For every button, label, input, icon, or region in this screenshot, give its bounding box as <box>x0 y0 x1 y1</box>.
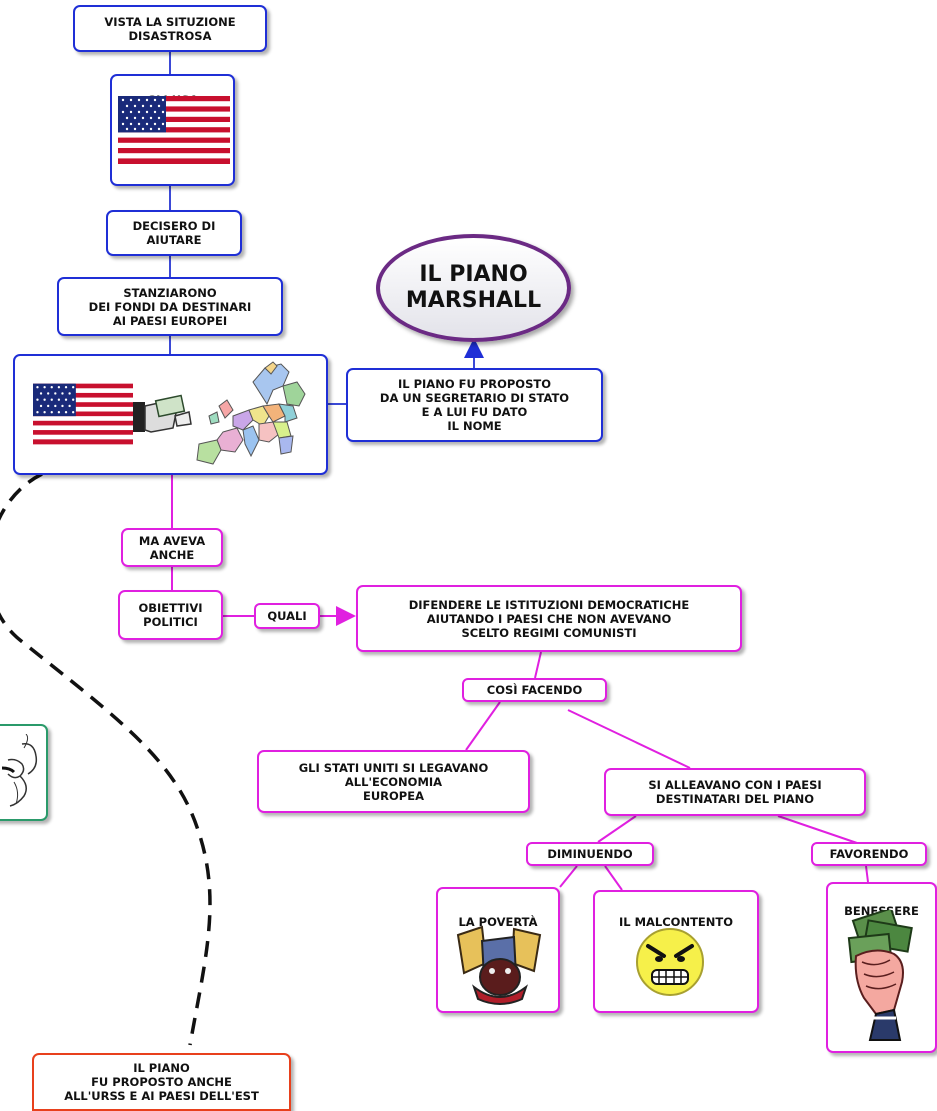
node-quali: QUALI <box>254 603 320 629</box>
node-ma-aveva: MA AVEVA ANCHE <box>121 528 223 567</box>
node-obiettivi: OBIETTIVI POLITICI <box>118 590 223 640</box>
money-hand-icon <box>847 910 913 1041</box>
usa-flag-icon <box>33 383 133 445</box>
node-usa: GLI USA <box>110 74 235 186</box>
node-europe-image <box>13 354 328 475</box>
angry-face-icon <box>636 928 704 996</box>
node-malcontento-label: IL MALCONTENTO <box>618 915 734 929</box>
node-favorendo-label: FAVORENDO <box>829 847 909 861</box>
node-diminuendo-label: DIMINUENDO <box>547 847 633 861</box>
node-malcontento: IL MALCONTENTO <box>593 890 759 1013</box>
node-stanziarono: STANZIARONO DEI FONDI DA DESTINARI AI PA… <box>57 277 283 336</box>
node-decisero: DECISERO DI AIUTARE <box>106 210 242 256</box>
node-vista-label: VISTA LA SITUZIONE DISASTROSA <box>104 14 236 43</box>
usa-flag-icon <box>118 96 230 164</box>
node-alleavano-label: SI ALLEAVANO CON I PAESI DESTINATARI DEL… <box>648 778 822 806</box>
node-poverta: LA POVERTÀ <box>436 887 560 1013</box>
node-ma-aveva-label: MA AVEVA ANCHE <box>138 533 206 562</box>
node-sketch-image <box>0 724 48 821</box>
node-stati-uniti: GLI STATI UNITI SI LEGAVANO ALL'ECONOMIA… <box>257 750 530 813</box>
title-text: IL PIANO MARSHALL <box>405 262 542 313</box>
node-proposto: IL PIANO FU PROPOSTO DA UN SEGRETARIO DI… <box>346 368 603 442</box>
node-diminuendo: DIMINUENDO <box>526 842 654 866</box>
sketch-figure-icon <box>1 734 38 807</box>
node-benessere: BENESSERE <box>826 882 937 1053</box>
node-obiettivi-label: OBIETTIVI POLITICI <box>138 601 203 629</box>
node-alleavano: SI ALLEAVANO CON I PAESI DESTINATARI DEL… <box>604 768 866 816</box>
node-stanziarono-label: STANZIARONO DEI FONDI DA DESTINARI AI PA… <box>88 285 252 328</box>
dashed-curve <box>0 472 212 1046</box>
node-urss-label: IL PIANO FU PROPOSTO ANCHE ALL'URSS E AI… <box>64 1061 259 1103</box>
node-difendere: DIFENDERE LE ISTITUZIONI DEMOCRATICHE AI… <box>356 585 742 652</box>
node-urss: IL PIANO FU PROPOSTO ANCHE ALL'URSS E AI… <box>32 1053 291 1111</box>
node-proposto-label: IL PIANO FU PROPOSTO DA UN SEGRETARIO DI… <box>379 377 570 433</box>
node-difendere-label: DIFENDERE LE ISTITUZIONI DEMOCRATICHE AI… <box>408 597 690 640</box>
node-cosi: COSÌ FACENDO <box>462 678 607 702</box>
blue-connectors <box>169 52 484 405</box>
magenta-connectors <box>171 475 869 891</box>
node-stati-uniti-label: GLI STATI UNITI SI LEGAVANO ALL'ECONOMIA… <box>298 760 489 803</box>
node-cosi-label: COSÌ FACENDO <box>486 683 583 697</box>
title-ellipse: IL PIANO MARSHALL <box>376 234 571 342</box>
node-favorendo: FAVORENDO <box>811 842 927 866</box>
node-decisero-label: DECISERO DI AIUTARE <box>132 219 216 247</box>
poverty-icon <box>456 925 542 1005</box>
europe-map-icon <box>196 361 306 465</box>
node-vista: VISTA LA SITUZIONE DISASTROSA <box>73 5 267 52</box>
node-quali-label: QUALI <box>267 609 307 623</box>
node-poverta-label: LA POVERTÀ <box>458 915 538 929</box>
money-handover-icon <box>133 394 192 433</box>
